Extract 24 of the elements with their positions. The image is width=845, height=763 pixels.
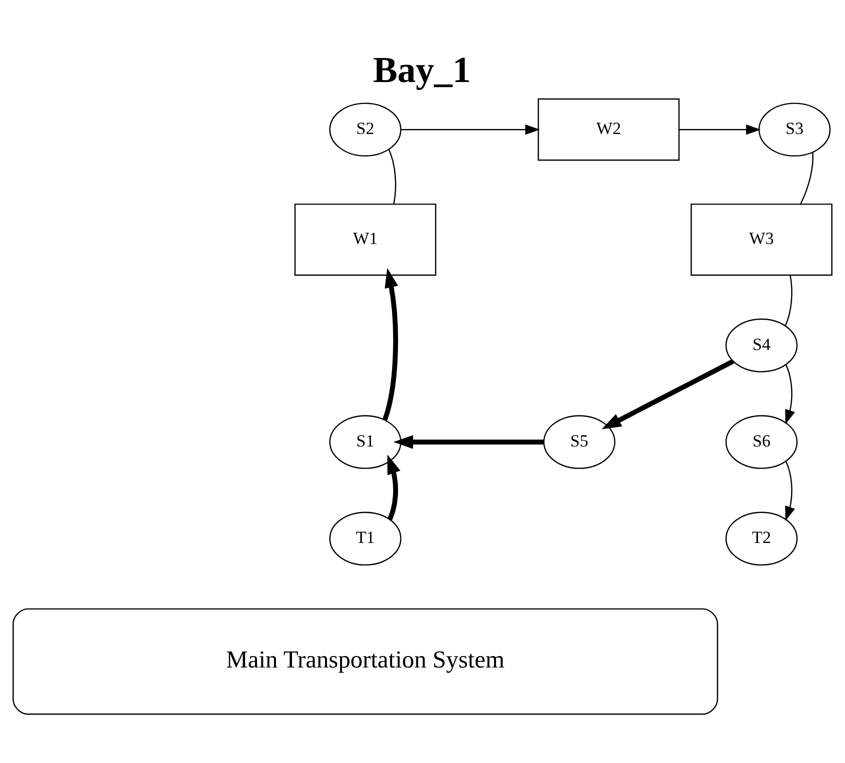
node-ellipse: T1 <box>329 512 402 566</box>
arrow <box>602 359 734 430</box>
diagram-title: Bay_1 <box>372 48 471 90</box>
arrow <box>382 268 398 421</box>
node-ellipse: S1 <box>329 415 402 469</box>
arrow <box>785 364 795 424</box>
arrow <box>400 124 540 135</box>
node-box: W2 <box>538 98 680 161</box>
arrow <box>393 435 544 449</box>
arrow <box>387 454 400 520</box>
node-ellipse: S5 <box>543 415 616 469</box>
arrow <box>679 124 761 135</box>
node-ellipse: S3 <box>758 102 831 156</box>
arrow <box>785 461 795 522</box>
node-ellipse: T2 <box>725 512 798 566</box>
node-box: W1 <box>294 204 436 276</box>
node-box: W3 <box>690 204 832 276</box>
connector <box>388 149 396 204</box>
node-box: Main Transportation System <box>12 608 718 715</box>
connector <box>784 275 792 326</box>
node-ellipse: S6 <box>725 415 798 469</box>
connector <box>800 152 814 204</box>
node-ellipse: S2 <box>329 102 402 156</box>
node-ellipse: S4 <box>725 318 798 372</box>
